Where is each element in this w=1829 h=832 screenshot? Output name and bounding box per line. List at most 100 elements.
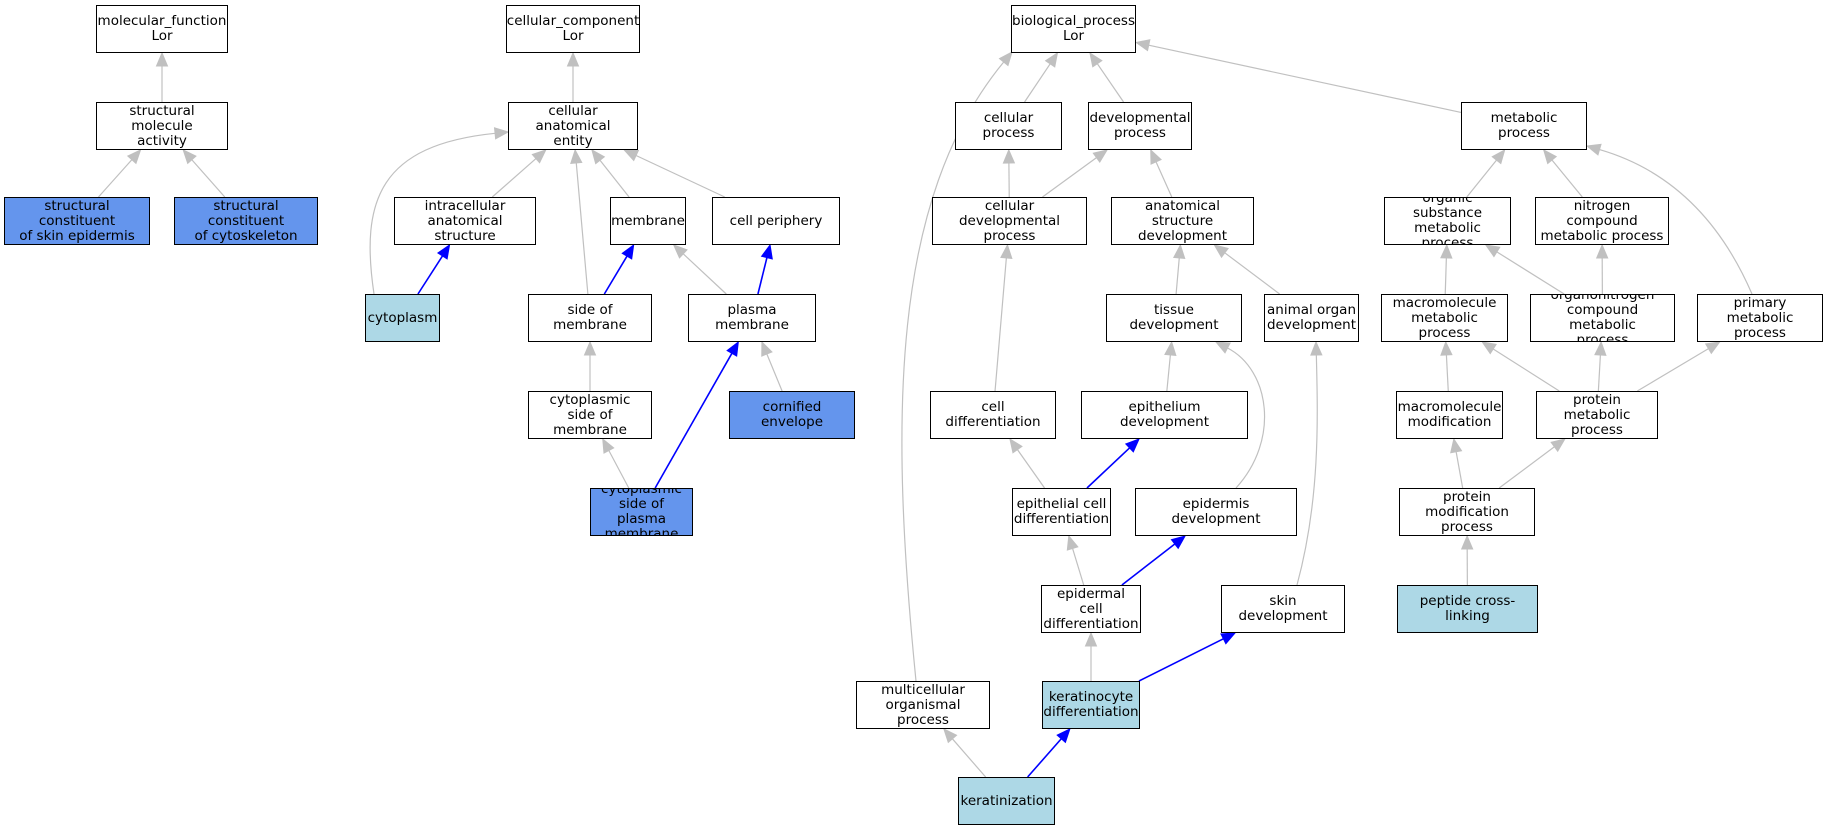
node-mmp: macromolecule metabolic process xyxy=(1381,294,1508,342)
edge-mmp-to-osmp xyxy=(1444,257,1447,295)
node-ecd: epithelial cell differentiation xyxy=(1012,488,1111,536)
arrowhead-metp-to-bp xyxy=(1134,39,1151,52)
node-cellp: cellular process xyxy=(955,102,1062,150)
arrowhead-td-to-asd xyxy=(1172,243,1186,259)
node-osmp: organic substance metabolic process xyxy=(1384,197,1511,245)
edge-skd-to-aod xyxy=(1296,354,1318,586)
arrowhead-epcd-to-ecd xyxy=(1066,534,1079,551)
edge-pmodp-to-mm xyxy=(1455,451,1464,489)
arrowhead-pm-to-cp xyxy=(760,243,773,260)
edge-epd-to-td xyxy=(1166,354,1171,392)
edge-ecd-to-cdiff xyxy=(1016,449,1046,489)
arrowhead-scse-to-sma xyxy=(126,149,142,165)
edge-mem-to-cae xyxy=(599,159,630,198)
edge-protmp-to-mmp xyxy=(1492,348,1560,392)
arrowhead-cae-to-cc xyxy=(566,51,580,67)
arrowhead-cdp-to-devp xyxy=(1092,149,1109,164)
arrowhead-mmp-to-osmp xyxy=(1440,243,1453,259)
node-skd: skin development xyxy=(1221,585,1345,633)
edge-asd-to-devp xyxy=(1155,161,1173,198)
node-kd: keratinocyte differentiation xyxy=(1042,681,1140,729)
arrowhead-pmp-to-metp xyxy=(1585,143,1602,156)
edge-cyto-to-ias xyxy=(417,255,444,295)
edge-pmodp-to-protmp xyxy=(1498,446,1555,489)
node-mf: molecular_function Lor xyxy=(96,5,228,53)
edge-ker-to-mop xyxy=(951,738,987,778)
arrowhead-cspm-to-csom xyxy=(602,437,615,454)
edge-ker-to-kd xyxy=(1027,738,1062,778)
node-bp: biological_process Lor xyxy=(1011,5,1136,53)
arrowhead-edev-to-td xyxy=(1214,341,1231,354)
node-epcd: epidermal cell differentiation xyxy=(1041,585,1141,633)
arrowhead-pm-to-mem xyxy=(672,244,688,259)
edge-cspm-to-csom xyxy=(608,450,630,489)
arrowhead-ker-to-kd xyxy=(1056,728,1071,744)
node-ce: cornified envelope xyxy=(729,391,855,439)
node-ncmp: nitrogen compound metabolic process xyxy=(1535,197,1669,245)
node-pmodp: protein modification process xyxy=(1399,488,1535,536)
arrowhead-pmodp-to-mm xyxy=(1450,437,1463,454)
edge-ias-to-cae xyxy=(491,158,537,198)
edge-ce-to-pm xyxy=(766,353,783,392)
arrowhead-cyto-to-cae xyxy=(493,127,510,140)
edge-pmp-to-metp xyxy=(1599,149,1753,295)
edge-protmp-to-pmp xyxy=(1637,348,1709,392)
arrowhead-protmp-to-mmp xyxy=(1481,341,1497,355)
node-sma: structural molecule activity xyxy=(96,102,228,150)
node-pcl: peptide cross-linking xyxy=(1397,585,1538,633)
arrowhead-mm-to-mmp xyxy=(1440,340,1453,356)
arrowhead-cyto-to-ias xyxy=(436,243,451,260)
arrowhead-cdp-to-cellp xyxy=(1002,148,1016,164)
node-edev: epidermis development xyxy=(1135,488,1297,536)
node-aod: animal organ development xyxy=(1264,294,1359,342)
node-scc: structural constituent of cytoskeleton xyxy=(174,197,318,245)
edge-cdiff-to-cdp xyxy=(994,257,1007,392)
edge-protmp-to-oncmp xyxy=(1597,354,1601,392)
edge-ecd-to-epd xyxy=(1086,447,1131,489)
node-cp: cell periphery xyxy=(712,197,840,245)
arrowhead-cellp-to-bp xyxy=(1044,51,1059,68)
edge-som-to-cae xyxy=(575,162,589,295)
node-mem: membrane xyxy=(610,197,686,245)
arrowhead-oncmp-to-osmp xyxy=(1484,244,1501,258)
arrowhead-kd-to-skd xyxy=(1220,632,1237,645)
edge-mm-to-mmp xyxy=(1445,354,1449,392)
node-mm: macromolecule modification xyxy=(1396,391,1503,439)
node-mop: multicellular organismal process xyxy=(856,681,990,729)
arrowhead-sma-to-mf xyxy=(155,51,169,67)
arrowhead-ias-to-cae xyxy=(531,149,547,164)
arrowhead-mem-to-cae xyxy=(591,148,606,165)
node-pmp: primary metabolic process xyxy=(1697,294,1823,342)
arrowhead-cp-to-cae xyxy=(623,149,640,162)
edge-cspm-to-pm xyxy=(654,352,733,489)
arrowhead-som-to-cae xyxy=(570,148,583,164)
arrowhead-epcd-to-edev xyxy=(1170,535,1187,550)
arrowhead-csom-to-som xyxy=(583,340,597,356)
node-cyto: cytoplasm xyxy=(365,294,440,342)
edge-pm-to-mem xyxy=(682,253,727,295)
arrowhead-skd-to-aod xyxy=(1310,340,1323,356)
arrowhead-pcl-to-pmodp xyxy=(1460,534,1474,550)
edge-metp-to-bp xyxy=(1148,44,1462,114)
node-cdiff: cell differentiation xyxy=(930,391,1056,439)
node-oncmp: organonitrogen compound metabolic proces… xyxy=(1530,294,1675,342)
arrowhead-ecd-to-cdiff xyxy=(1009,437,1023,454)
arrowhead-mop-to-bp xyxy=(998,51,1013,67)
node-asd: anatomical structure development xyxy=(1111,197,1254,245)
edge-scse-to-sma xyxy=(98,159,133,198)
arrowhead-devp-to-bp xyxy=(1089,51,1103,68)
arrowhead-ncmp-to-metp xyxy=(1542,149,1558,165)
node-csom: cytoplasmic side of membrane xyxy=(528,391,652,439)
node-td: tissue development xyxy=(1106,294,1242,342)
edge-cellp-to-bp xyxy=(1024,63,1051,103)
node-cc: cellular_component Lor xyxy=(506,5,640,53)
edge-cyto-to-cae xyxy=(369,132,496,295)
arrowhead-som-to-mem xyxy=(621,243,635,260)
edge-som-to-mem xyxy=(603,255,628,295)
arrowhead-epd-to-td xyxy=(1164,340,1177,357)
node-metp: metabolic process xyxy=(1461,102,1587,150)
arrowhead-scc-to-sma xyxy=(182,149,197,165)
node-cae: cellular anatomical entity xyxy=(508,102,638,150)
node-cspm: cytoplasmic side of plasma membrane xyxy=(590,488,693,536)
